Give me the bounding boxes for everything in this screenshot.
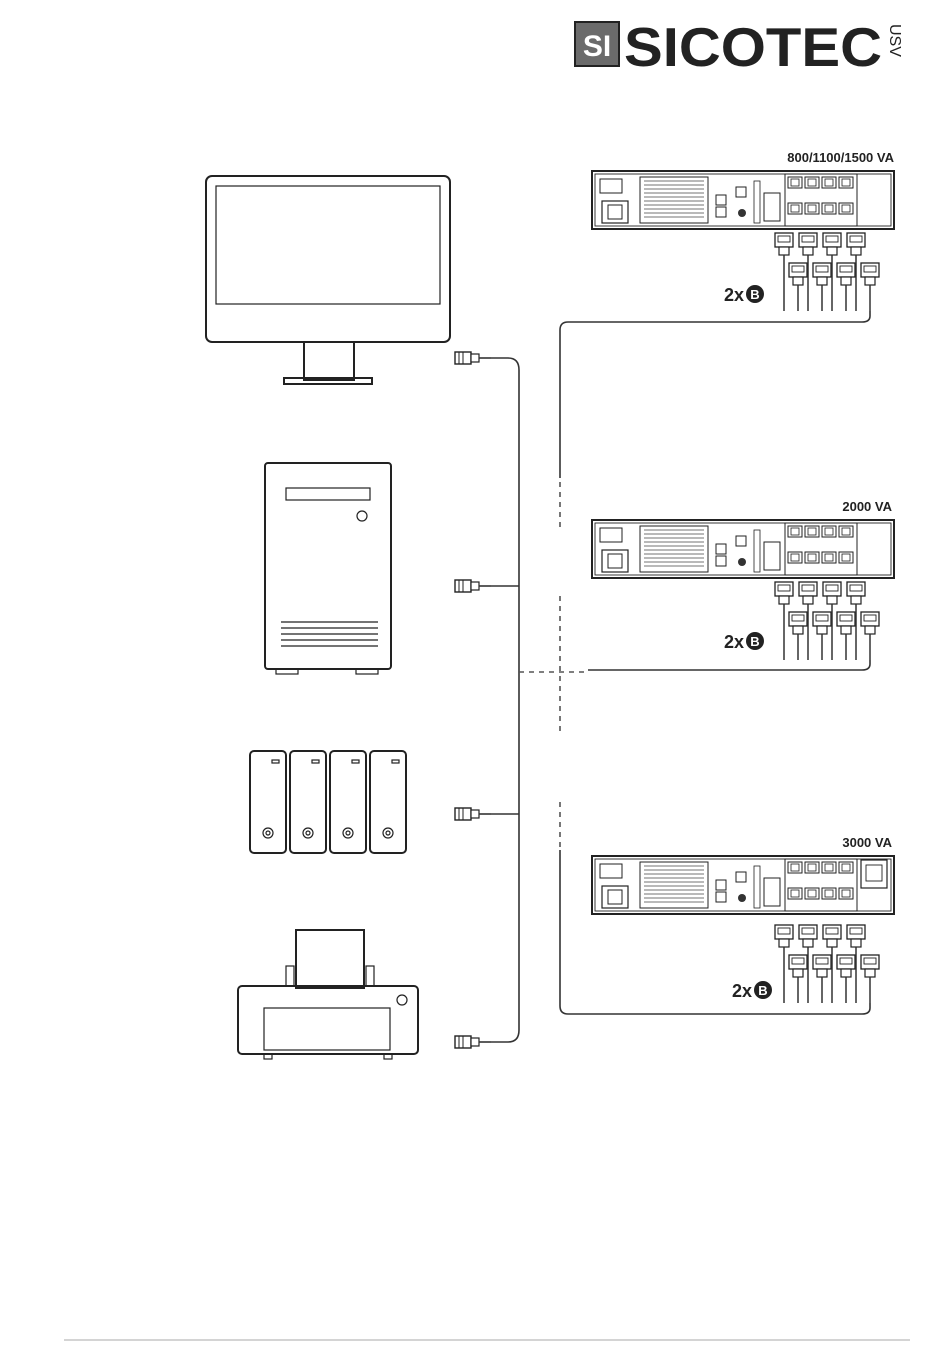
ups-unit-2: 2000 VA 2x B: [560, 499, 894, 734]
cable-count-label: 2x: [724, 632, 744, 652]
plug-icon: [455, 352, 491, 364]
power-cables-icon: [775, 925, 879, 1003]
pc-tower-icon: [265, 463, 391, 674]
cable-count-label: 2x: [732, 981, 752, 1001]
plug-icon: [455, 808, 491, 820]
logo-mark-text: SI: [583, 30, 611, 63]
ups-model-label: 2000 VA: [842, 499, 892, 514]
ups-back-panel-icon: [592, 520, 894, 578]
output-socket-icon: [861, 860, 887, 888]
device-cables: [455, 352, 588, 1048]
brand-logo: SI SICOTEC USV: [575, 16, 903, 78]
cable-type-badge: B: [750, 634, 759, 649]
cable-type-badge: B: [750, 287, 759, 302]
plug-icon: [455, 1036, 491, 1048]
power-cables-icon: [775, 582, 879, 660]
cable-count-label: 2x: [724, 285, 744, 305]
ups-model-label: 800/1100/1500 VA: [787, 150, 894, 165]
brand-name: SICOTEC: [624, 16, 882, 78]
ups-unit-3: 3000 VA 2x B: [560, 802, 894, 1014]
ups-unit-1: 800/1100/1500 VA 2x B: [560, 150, 895, 530]
plug-icon: [455, 580, 491, 592]
power-cables-icon: [775, 233, 879, 311]
monitor-icon: [206, 176, 450, 384]
printer-icon: [238, 930, 418, 1059]
brand-suffix: USV: [886, 24, 903, 57]
ups-model-label: 3000 VA: [842, 835, 892, 850]
cable-type-badge: B: [758, 983, 767, 998]
ups-back-panel-icon: [592, 171, 894, 229]
ups-back-panel-icon: [592, 856, 894, 914]
nas-drives-icon: [250, 751, 406, 853]
